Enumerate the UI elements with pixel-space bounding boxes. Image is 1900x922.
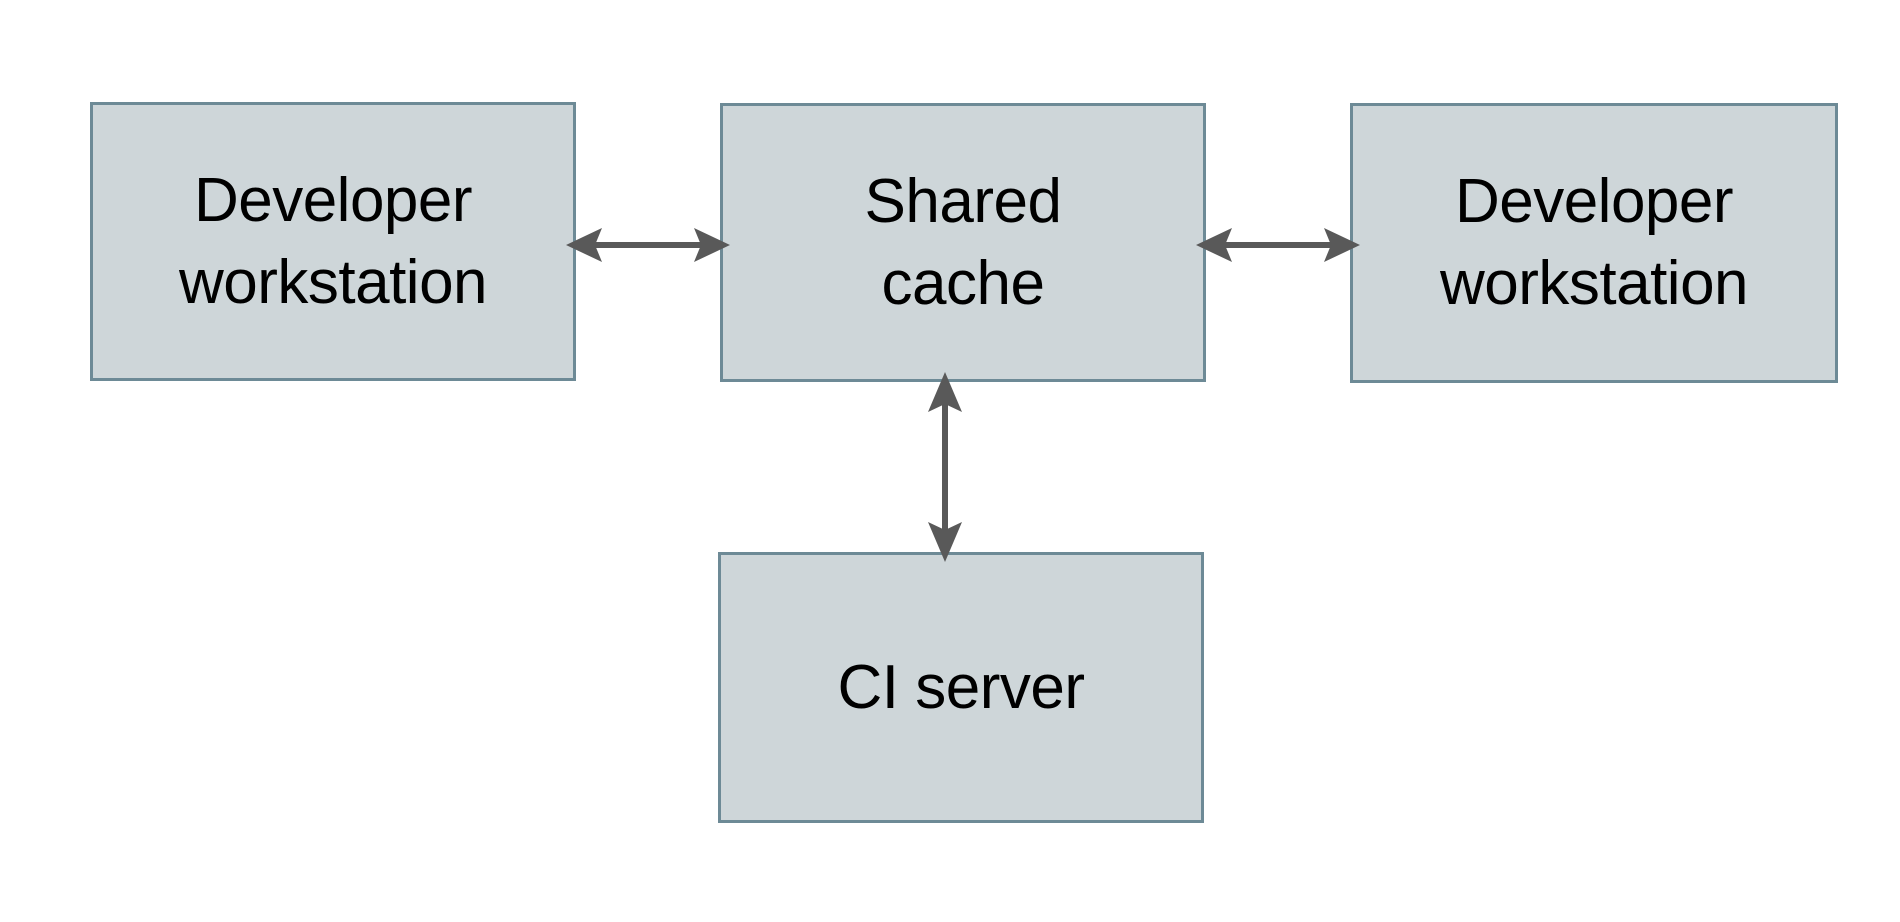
node-developer-workstation-right[interactable]: Developer workstation <box>1350 103 1838 383</box>
node-developer-workstation-left[interactable]: Developer workstation <box>90 102 576 381</box>
edge-developer-left-to-shared-cache <box>566 212 730 278</box>
node-label: Developer workstation <box>1439 167 1749 318</box>
node-ci-server[interactable]: CI server <box>718 552 1204 823</box>
node-shared-cache[interactable]: Shared cache <box>720 103 1206 382</box>
double-arrow-vertical-icon <box>928 372 962 562</box>
node-label: Shared cache <box>864 166 1062 318</box>
node-label: Developer workstation <box>178 165 488 317</box>
node-label: CI server <box>837 652 1085 722</box>
double-arrow-horizontal-icon <box>566 228 730 262</box>
edge-shared-cache-to-developer-right <box>1196 212 1360 278</box>
edge-shared-cache-to-ci-server <box>912 372 978 562</box>
double-arrow-horizontal-icon <box>1196 228 1360 262</box>
